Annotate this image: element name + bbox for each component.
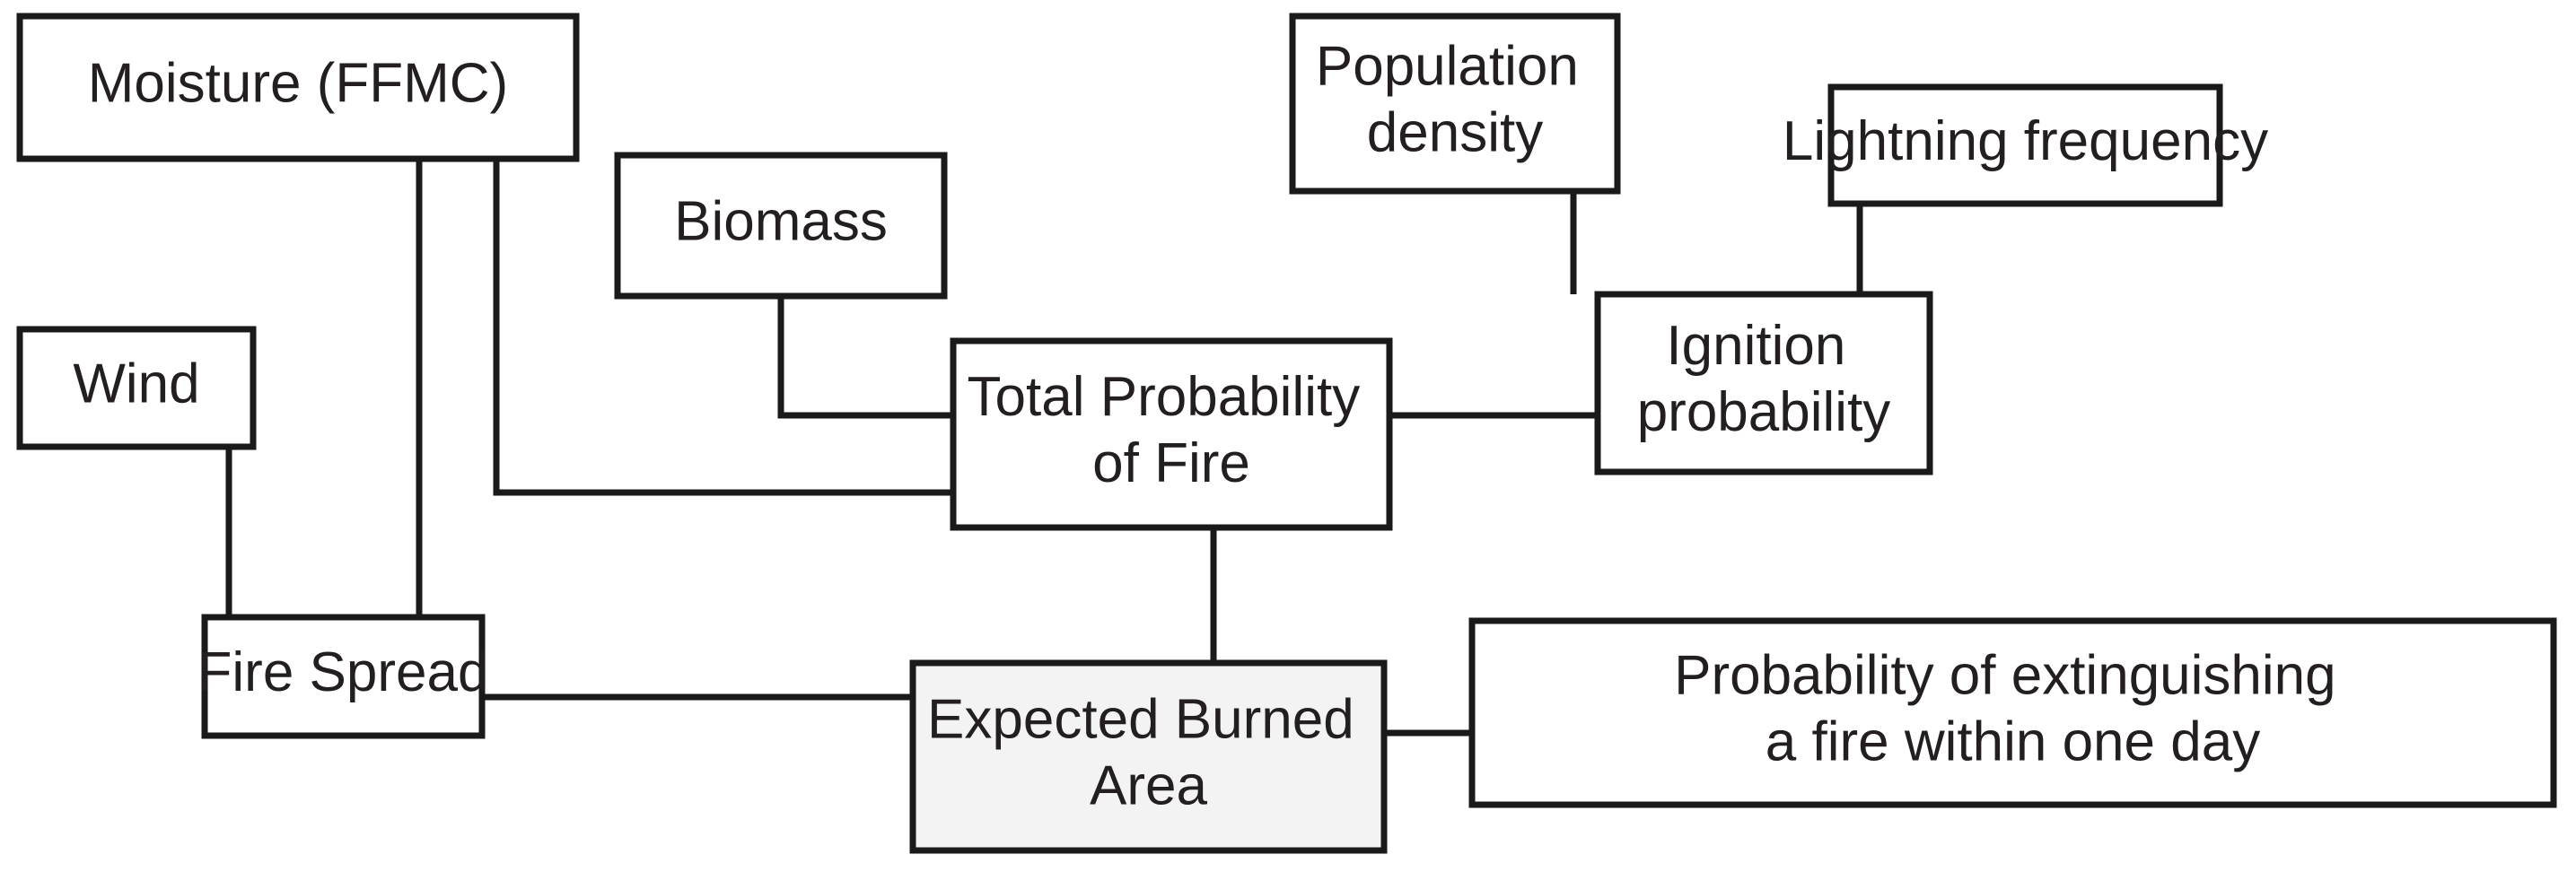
node-total-probability-of-fire-label: Total Probability of Fire: [968, 366, 1376, 494]
node-biomass[interactable]: Biomass: [614, 152, 948, 300]
node-total-probability-of-fire-box[interactable]: [950, 337, 1393, 531]
node-population-density-box[interactable]: [1289, 13, 1621, 195]
node-biomass-line-1: Biomass: [674, 191, 888, 253]
node-expected-burned-area-box[interactable]: [909, 659, 1388, 854]
edge-moisture-to-total-probability: [493, 159, 953, 496]
node-ignition-probability-label: Ignition probability: [1637, 315, 1891, 443]
node-fire-spread-line-1: Fire Spread: [198, 641, 489, 703]
node-wind-box[interactable]: [16, 326, 257, 450]
node-layer: Moisture (FFMC) Biomass Wind Population: [16, 13, 2557, 854]
node-probability-of-extinguishing-line-1: Probability of extinguishing: [1674, 645, 2336, 707]
node-fire-spread[interactable]: Fire Spread: [198, 614, 489, 739]
node-fire-spread-box[interactable]: [201, 614, 486, 739]
node-probability-of-extinguishing-box[interactable]: [1468, 617, 2557, 808]
node-wind-label: Wind: [73, 353, 199, 415]
node-probability-of-extinguishing-label: Probability of extinguishing a fire with…: [1674, 645, 2352, 773]
node-total-probability-of-fire-line-2: of Fire: [1092, 432, 1250, 494]
node-probability-of-extinguishing[interactable]: Probability of extinguishing a fire with…: [1468, 617, 2557, 808]
node-wind-line-1: Wind: [73, 353, 199, 415]
node-ignition-probability-line-2: probability: [1637, 381, 1891, 443]
node-moisture-label: Moisture (FFMC): [88, 53, 508, 115]
node-total-probability-of-fire[interactable]: Total Probability of Fire: [950, 337, 1393, 531]
node-probability-of-extinguishing-line-2: a fire within one day: [1766, 711, 2260, 773]
node-ignition-probability-box[interactable]: [1594, 291, 1933, 475]
edge-layer: [225, 159, 1863, 737]
node-total-probability-of-fire-line-1: Total Probability: [968, 366, 1361, 428]
node-lightning-frequency-box[interactable]: [1827, 83, 2223, 207]
node-moisture-line-1: Moisture (FFMC): [88, 53, 508, 115]
node-moisture[interactable]: Moisture (FFMC): [16, 13, 580, 162]
node-population-density-label: Population density: [1316, 36, 1594, 164]
node-population-density-line-2: density: [1367, 102, 1543, 164]
node-ignition-probability[interactable]: Ignition probability: [1594, 291, 1933, 475]
node-wind[interactable]: Wind: [16, 326, 257, 450]
node-moisture-box[interactable]: [16, 13, 580, 162]
node-ignition-probability-line-1: Ignition: [1666, 315, 1845, 377]
node-biomass-box[interactable]: [614, 152, 948, 300]
node-expected-burned-area-line-1: Expected Burned: [927, 689, 1354, 751]
node-lightning-frequency-label: Lightning frequency: [1783, 110, 2268, 172]
node-expected-burned-area-label: Expected Burned Area: [927, 689, 1370, 817]
node-expected-burned-area-line-2: Area: [1090, 755, 1207, 817]
node-population-density[interactable]: Population density: [1289, 13, 1621, 195]
node-lightning-frequency-line-1: Lightning frequency: [1783, 110, 2268, 172]
node-population-density-line-1: Population: [1316, 36, 1579, 98]
edge-biomass-to-total-probability: [777, 296, 953, 419]
node-biomass-label: Biomass: [674, 191, 888, 253]
node-expected-burned-area[interactable]: Expected Burned Area: [909, 659, 1388, 854]
node-fire-spread-label: Fire Spread: [198, 641, 489, 703]
node-lightning-frequency[interactable]: Lightning frequency: [1783, 83, 2268, 207]
